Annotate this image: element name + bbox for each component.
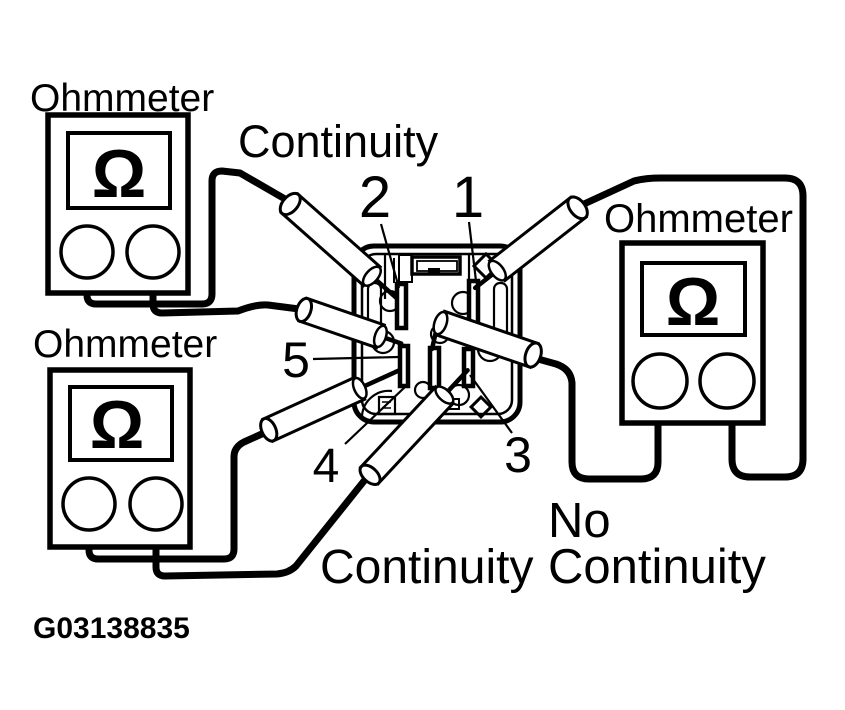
meter-terminal-right [698,352,756,410]
no-continuity-label-line2: Continuity [548,540,766,594]
connector-latch-mark [428,268,440,273]
probe-front-cap [487,259,508,282]
probe-tip [355,367,403,392]
wire-bottomleft-meter-to-probe-pin4 [85,429,268,563]
meter-display [68,385,174,462]
probe-front-cap [351,376,368,400]
ohmmeter-bottom-left-label: Ohmmeter [33,323,217,366]
meter-terminal-right [128,476,184,532]
connector-corner-arc [360,389,393,417]
omega-symbol: Ω [666,264,721,340]
probe-front-cap [434,385,455,405]
test-probes [259,191,589,486]
leader-line-pin2 [379,223,401,289]
wire-topleft-meter-to-probe-pin2 [83,167,289,308]
annotations: Continuity Continuity No Continuity G031… [33,116,766,645]
pin-3-terminal [461,346,476,389]
connector-bottom-slot [377,395,397,416]
probe-back-cap [259,416,279,443]
meter-terminal-left [61,476,117,532]
wire-topleft-meter-to-probe-pin5 [149,268,303,317]
probe-pin1 [472,195,589,291]
probe-back-cap [566,195,589,221]
probe-front-cap [432,310,449,336]
wire-bottomleft-meter-to-probe-pin3 [152,477,368,580]
meter-display [640,261,747,337]
probe-pin4 [259,367,403,444]
pin-label-2: 2 [359,165,391,230]
probe-center [432,309,543,370]
meter-terminal-right [125,224,181,280]
connector-keyway-bottom-right [468,394,494,420]
pin-5-and-4-terminal [397,343,411,389]
continuity-top-label: Continuity [238,116,439,167]
wire-right-meter-to-probe-pin1 [580,174,807,481]
pin-center-terminal [427,345,442,391]
ohmmeter-right-label: Ohmmeter [604,197,793,241]
pin-2-terminal [394,281,409,331]
wire-right-meter-to-center-probe [534,355,662,483]
figure-code: G03138835 [33,612,190,645]
probe-pin3 [358,367,470,486]
continuity-bottom-label: Continuity [320,541,533,594]
leader-line-pin5 [312,355,400,361]
probe-back-cap [358,463,382,486]
ohmmeter-bottom-left: Ohmmeter Ω [33,323,217,550]
leader-line-pin3 [469,374,513,434]
probe-tip [376,333,404,346]
probe-back-cap [523,341,543,369]
meter-terminal-left [59,224,115,280]
pin-label-1: 1 [452,165,484,230]
pin-label-3: 3 [504,427,532,483]
leader-line-pin4 [344,386,406,445]
probe-pin5 [294,296,404,350]
pin-label-5: 5 [282,332,310,388]
omega-symbol: Ω [90,387,145,463]
probe-back-cap [294,296,314,324]
ohmmeter-top-left: Ohmmeter Ω [30,77,214,296]
pin-callouts: 2 1 5 4 3 [282,165,532,493]
ohmmeter-right: Ohmmeter Ω [604,197,793,426]
probe-body [260,375,367,444]
test-lead-wires [83,167,807,580]
pin-label-4: 4 [313,440,340,493]
no-continuity-label-line1: No [548,494,611,548]
omega-symbol: Ω [92,136,147,212]
leader-line-pin1 [467,221,478,282]
meter-terminal-left [631,352,689,410]
probe-front-cap [372,324,388,349]
probe-front-cap [361,265,382,287]
probe-back-cap [278,191,302,217]
probe-pin2 [278,191,399,300]
meter-display [66,131,172,210]
probe-tip [472,267,502,291]
